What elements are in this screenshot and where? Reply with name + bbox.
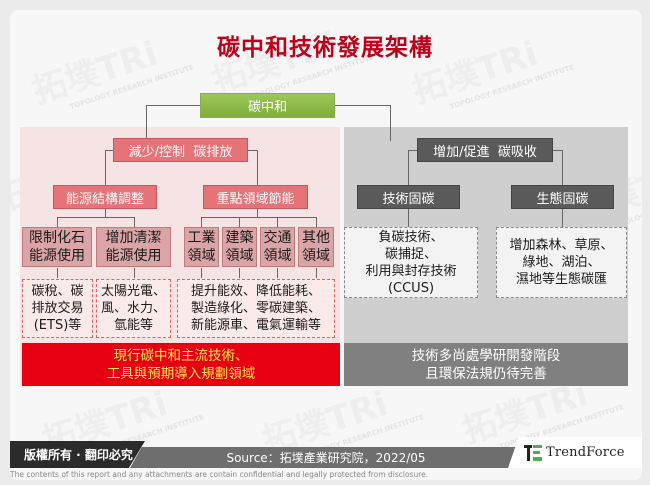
trendforce-logo-icon bbox=[524, 444, 542, 461]
leaf-transport: 交通領域 bbox=[260, 227, 295, 267]
leaf-building: 建築領域 bbox=[222, 227, 257, 267]
left-summary-banner: 現行碳中和主流技術、 工具與預期導入規劃領域 bbox=[22, 343, 340, 386]
source-bar: Source：拓墣產業研究院，2022/05 bbox=[130, 447, 522, 468]
trendforce-logo: TrendForce bbox=[508, 437, 642, 468]
connector bbox=[57, 217, 135, 218]
connector bbox=[562, 209, 563, 227]
leaf-other: 其他領域 bbox=[298, 227, 334, 267]
connector bbox=[105, 209, 106, 217]
connector bbox=[239, 268, 240, 278]
connector bbox=[408, 150, 417, 151]
key-sector-energy-saving-node: 重點領域節能 bbox=[203, 185, 308, 209]
leaf-industry: 工業領域 bbox=[184, 227, 219, 267]
detail-eco-sinks: 增加森林、草原、 綠地、湖泊、 濕地等生態碳匯 bbox=[496, 227, 627, 298]
copyright-label: 版權所有 · 翻印必究 bbox=[10, 441, 145, 468]
connector bbox=[257, 150, 258, 186]
connector bbox=[201, 217, 317, 218]
connector bbox=[408, 150, 409, 186]
connector bbox=[146, 105, 200, 106]
leaf-limit-fossil: 限制化石能源使用 bbox=[22, 227, 92, 267]
connector bbox=[201, 217, 202, 227]
connector bbox=[57, 268, 58, 278]
detail-fossil-measures: 碳稅、碳 排放交易 (ETS)等 bbox=[22, 279, 93, 338]
connector bbox=[390, 105, 391, 141]
root-node-carbon-neutral: 碳中和 bbox=[200, 93, 335, 118]
detail-sector-measures: 提升能效、降低能耗、 製造綠化、零碳建築、 新能源車、電氣運輸等 bbox=[177, 279, 335, 338]
connector bbox=[553, 150, 562, 151]
connector bbox=[57, 217, 58, 227]
connector bbox=[146, 105, 147, 141]
connector bbox=[316, 217, 317, 227]
connector bbox=[562, 150, 563, 186]
connector bbox=[239, 217, 240, 227]
connector bbox=[248, 150, 257, 151]
connector bbox=[335, 105, 390, 106]
page-title: 碳中和技術發展架構 bbox=[217, 34, 433, 61]
brand-name: TrendForce bbox=[546, 445, 625, 460]
eco-sequestration-node: 生態固碳 bbox=[511, 185, 614, 209]
leaf-clean-energy: 增加清潔能源使用 bbox=[96, 227, 171, 267]
detail-clean-energy-sources: 太陽光電、 風、水力、 氫能等 bbox=[96, 279, 171, 338]
connector bbox=[408, 209, 409, 227]
energy-structure-node: 能源結構調整 bbox=[53, 185, 157, 209]
detail-ccus: 負碳技術、 碳捕捉、 利用與封存技術 (CCUS) bbox=[344, 227, 478, 298]
connector bbox=[277, 217, 278, 227]
connector bbox=[105, 150, 113, 151]
right-summary-banner: 技術多尚處學研開發階段 且環保法規仍待完善 bbox=[344, 343, 628, 386]
disclaimer: The contents of this report and any atta… bbox=[10, 470, 429, 479]
connector bbox=[201, 268, 202, 278]
connector bbox=[277, 268, 278, 278]
reduce-emissions-node: 減少/控制 碳排放 bbox=[113, 138, 248, 162]
connector bbox=[134, 268, 135, 278]
connector bbox=[134, 217, 135, 227]
connector bbox=[105, 150, 106, 186]
connector bbox=[257, 209, 258, 217]
tech-sequestration-node: 技術固碳 bbox=[357, 185, 460, 209]
connector bbox=[316, 268, 317, 278]
increase-absorption-node: 增加/促進 碳吸收 bbox=[417, 138, 553, 162]
